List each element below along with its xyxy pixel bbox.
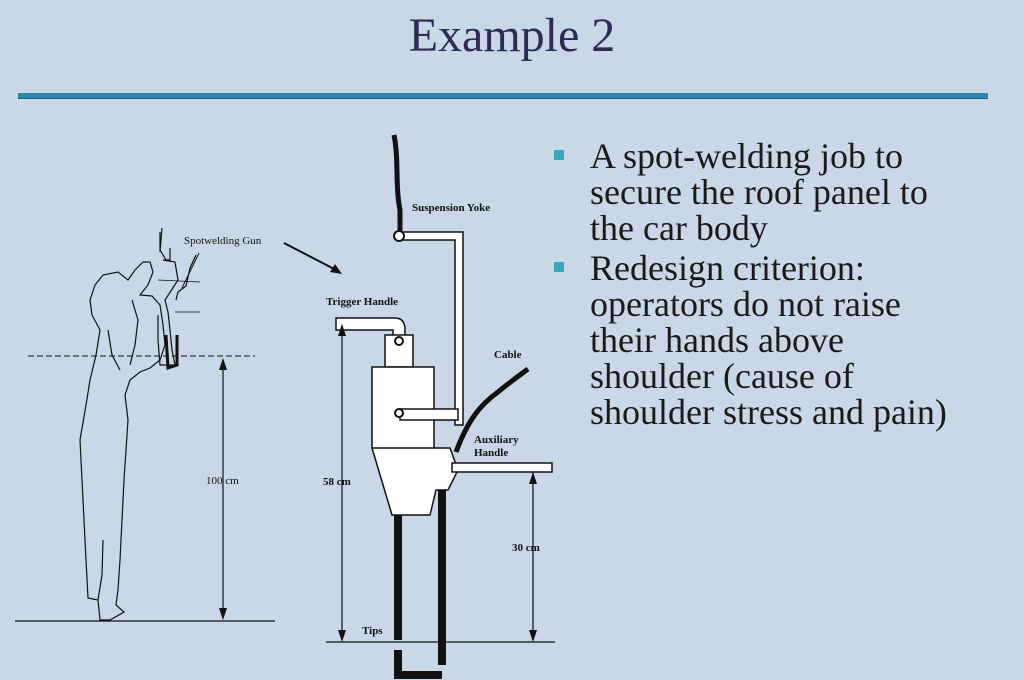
bullet-line: the car body — [590, 208, 768, 248]
bullet-line: secure the roof panel to — [590, 172, 928, 212]
suspension-yoke-label: Suspension Yoke — [412, 202, 490, 214]
bullet-line: shoulder (cause of — [590, 356, 854, 396]
bullet-square-icon — [554, 262, 564, 272]
bullet-list: A spot-welding job to secure the roof pa… — [552, 138, 1022, 434]
bullet-line: shoulder stress and pain) — [590, 392, 947, 432]
title-divider — [18, 93, 988, 99]
bullet-line: A spot-welding job to — [590, 136, 903, 176]
bullet-line: their hands above — [590, 320, 844, 360]
tips-label: Tips — [362, 625, 383, 637]
welding-gun-detail: Suspension Yoke Trigger Handle Cable Aux… — [326, 134, 553, 679]
cable-label: Cable — [494, 349, 522, 361]
bullet-line: operators do not raise — [590, 284, 901, 324]
auxiliary-label-line1: Auxiliary — [474, 434, 519, 446]
slide-title: Example 2 — [408, 9, 616, 62]
bullet-square-icon — [554, 150, 564, 160]
height-100-label: 100 cm — [206, 475, 239, 487]
spotwelding-gun-label: Spotwelding Gun — [184, 235, 262, 247]
trigger-handle-label: Trigger Handle — [326, 296, 398, 308]
bullet-item: Redesign criterion: operators do not rai… — [552, 250, 1022, 430]
bullet-item: A spot-welding job to secure the roof pa… — [552, 138, 1022, 246]
operator-figure — [79, 232, 201, 621]
height-58-label: 58 cm — [323, 476, 351, 488]
bullet-line: Redesign criterion: — [590, 248, 865, 288]
height-30-label: 30 cm — [512, 542, 540, 554]
auxiliary-label-line2: Handle — [474, 447, 508, 459]
